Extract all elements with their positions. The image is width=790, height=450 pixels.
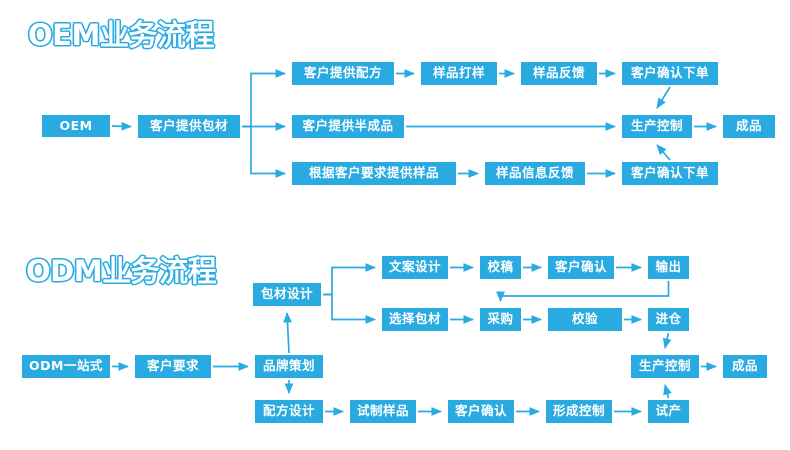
section-title-odm: ODM业务流程 [25,253,218,289]
connector-odm-packdesign-to-odm-selectpack [323,293,377,324]
flow-node-oem-confirm2[interactable]: 客户确认下单 [622,162,718,185]
flow-node-odm-brand[interactable]: 品牌策划 [255,355,323,378]
flow-node-label: 客户要求 [146,358,199,374]
flow-node-label: 选择包材 [388,311,441,327]
flow-node-label: 试制样品 [356,403,409,419]
flow-node-label: 样品反馈 [532,65,585,81]
flow-node-label: 生产控制 [638,358,691,374]
flow-node-oem-confirm1[interactable]: 客户确认下单 [622,62,718,85]
flow-node-label: 生产控制 [630,118,683,134]
flow-node-label: 品牌策划 [262,358,315,374]
connector-oem-pack-to-oem-byreq [242,125,287,178]
flow-node-odm-verify[interactable]: 校验 [548,308,622,331]
flow-node-label: 样品信息反馈 [495,165,574,181]
connector-odm-warehouse-to-odm-prodctrl [662,332,672,349]
flow-node-odm-warehouse[interactable]: 进仓 [648,308,689,331]
flow-node-odm-copy[interactable]: 文案设计 [382,256,448,279]
flow-node-odm-prodctrl[interactable]: 生产控制 [631,355,699,378]
flow-node-label: 客户确认 [454,403,507,419]
flow-node-oem-formula[interactable]: 客户提供配方 [292,62,394,85]
connector-odm-brand-to-odm-packdesign [283,311,292,354]
flow-node-odm-packdesign[interactable]: 包材设计 [253,283,321,306]
flow-node-odm-cconfirm1[interactable]: 客户确认 [548,256,614,279]
flow-node-oem-byreq[interactable]: 根据客户要求提供样品 [292,162,456,185]
flow-node-oem-start[interactable]: OEM [42,115,110,137]
flow-node-oem-infofb[interactable]: 样品信息反馈 [485,162,585,185]
connector-oem-confirm2-to-oem-prodctrl [656,144,671,161]
connector-odm-packdesign-to-odm-copy [323,263,377,296]
flow-node-label: 客户提供配方 [303,65,382,81]
flow-node-label: 样品打样 [432,65,485,81]
flow-node-label: 采购 [487,311,514,327]
section-title-oem: OEM业务流程 [27,17,216,53]
flow-node-label: ODM一站式 [29,358,103,374]
flow-node-label: 客户确认下单 [630,165,709,181]
connector-oem-pack-to-oem-formula [242,69,287,128]
flow-node-oem-sample[interactable]: 样品打样 [421,62,497,85]
flow-node-odm-start[interactable]: ODM一站式 [22,355,110,378]
flow-node-label: 输出 [655,259,682,275]
flow-node-oem-feedback[interactable]: 样品反馈 [521,62,597,85]
flow-node-odm-formula[interactable]: 配方设计 [255,400,323,423]
flow-node-label: 包材设计 [260,286,313,302]
flow-node-odm-proof[interactable]: 校稿 [480,256,521,279]
flow-node-label: 配方设计 [262,403,315,419]
flow-node-label: 客户确认 [554,259,607,275]
flow-node-odm-output[interactable]: 输出 [648,256,689,279]
flow-node-label: 客户确认下单 [630,65,709,81]
flow-node-label: 文案设计 [388,259,441,275]
flow-node-label: OEM [59,117,93,133]
flow-node-odm-req[interactable]: 客户要求 [135,355,211,378]
flow-node-label: 客户提供半成品 [302,118,394,134]
connector-odm-output-to-odm-purchase [496,281,670,303]
flow-node-label: 根据客户要求提供样品 [308,165,439,181]
flow-node-label: 试产 [655,403,682,419]
flow-node-odm-finished[interactable]: 成品 [723,355,767,378]
flow-node-odm-trialprod[interactable]: 试产 [648,400,689,423]
flow-node-oem-pack[interactable]: 客户提供包材 [138,115,240,138]
flow-node-odm-purchase[interactable]: 采购 [480,308,521,331]
flow-node-odm-cconfirm2[interactable]: 客户确认 [448,400,514,423]
flow-node-odm-trialsmp[interactable]: 试制样品 [350,400,416,423]
flow-node-odm-selectpack[interactable]: 选择包材 [382,308,448,331]
flow-node-oem-finished[interactable]: 成品 [723,115,775,138]
flow-node-label: 进仓 [655,311,682,327]
connector-odm-trialprod-to-odm-prodctrl [663,384,672,399]
flow-node-label: 形成控制 [552,403,605,419]
flow-node-label: 成品 [735,118,762,134]
flow-node-label: 校验 [571,311,598,327]
flow-node-oem-prodctrl[interactable]: 生产控制 [622,115,692,138]
flow-node-oem-semi[interactable]: 客户提供半成品 [292,115,404,138]
flow-node-label: 成品 [731,358,758,374]
flow-node-label: 客户提供包材 [149,118,228,134]
flow-node-odm-formctrl[interactable]: 形成控制 [546,400,612,423]
flow-node-label: 校稿 [487,259,514,275]
connector-oem-confirm1-to-oem-prodctrl [656,86,671,109]
connector-oem-start-to-oem-pack [111,121,133,131]
